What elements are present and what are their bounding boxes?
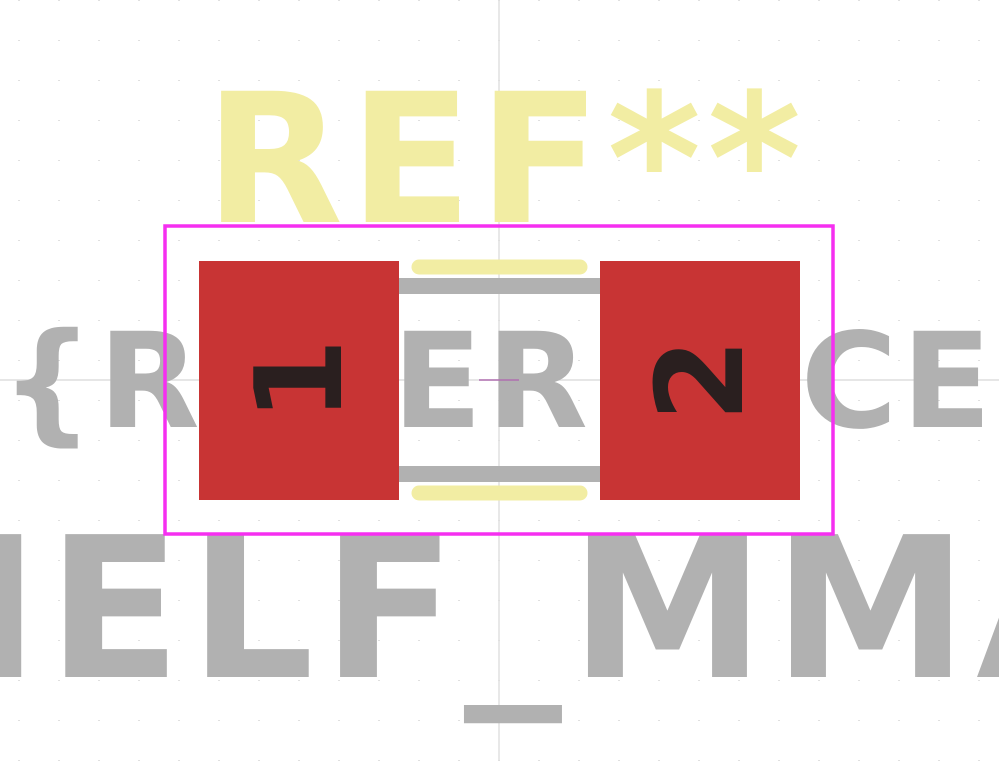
pad-1-copper[interactable] <box>199 261 399 500</box>
pad-2-copper[interactable] <box>600 261 800 500</box>
pad-2-number: 2 <box>632 338 771 422</box>
value-text[interactable]: MELF_MMA <box>0 496 999 724</box>
pad-2[interactable]: 2 <box>600 261 800 500</box>
courtyard-outline <box>163 224 835 536</box>
pad-1[interactable]: 1 <box>199 261 399 500</box>
reference-designator-text[interactable]: REF** <box>205 56 808 265</box>
pad-1-number: 1 <box>231 338 370 422</box>
reference-field-text[interactable]: ${REFERENCE} <box>0 305 999 459</box>
